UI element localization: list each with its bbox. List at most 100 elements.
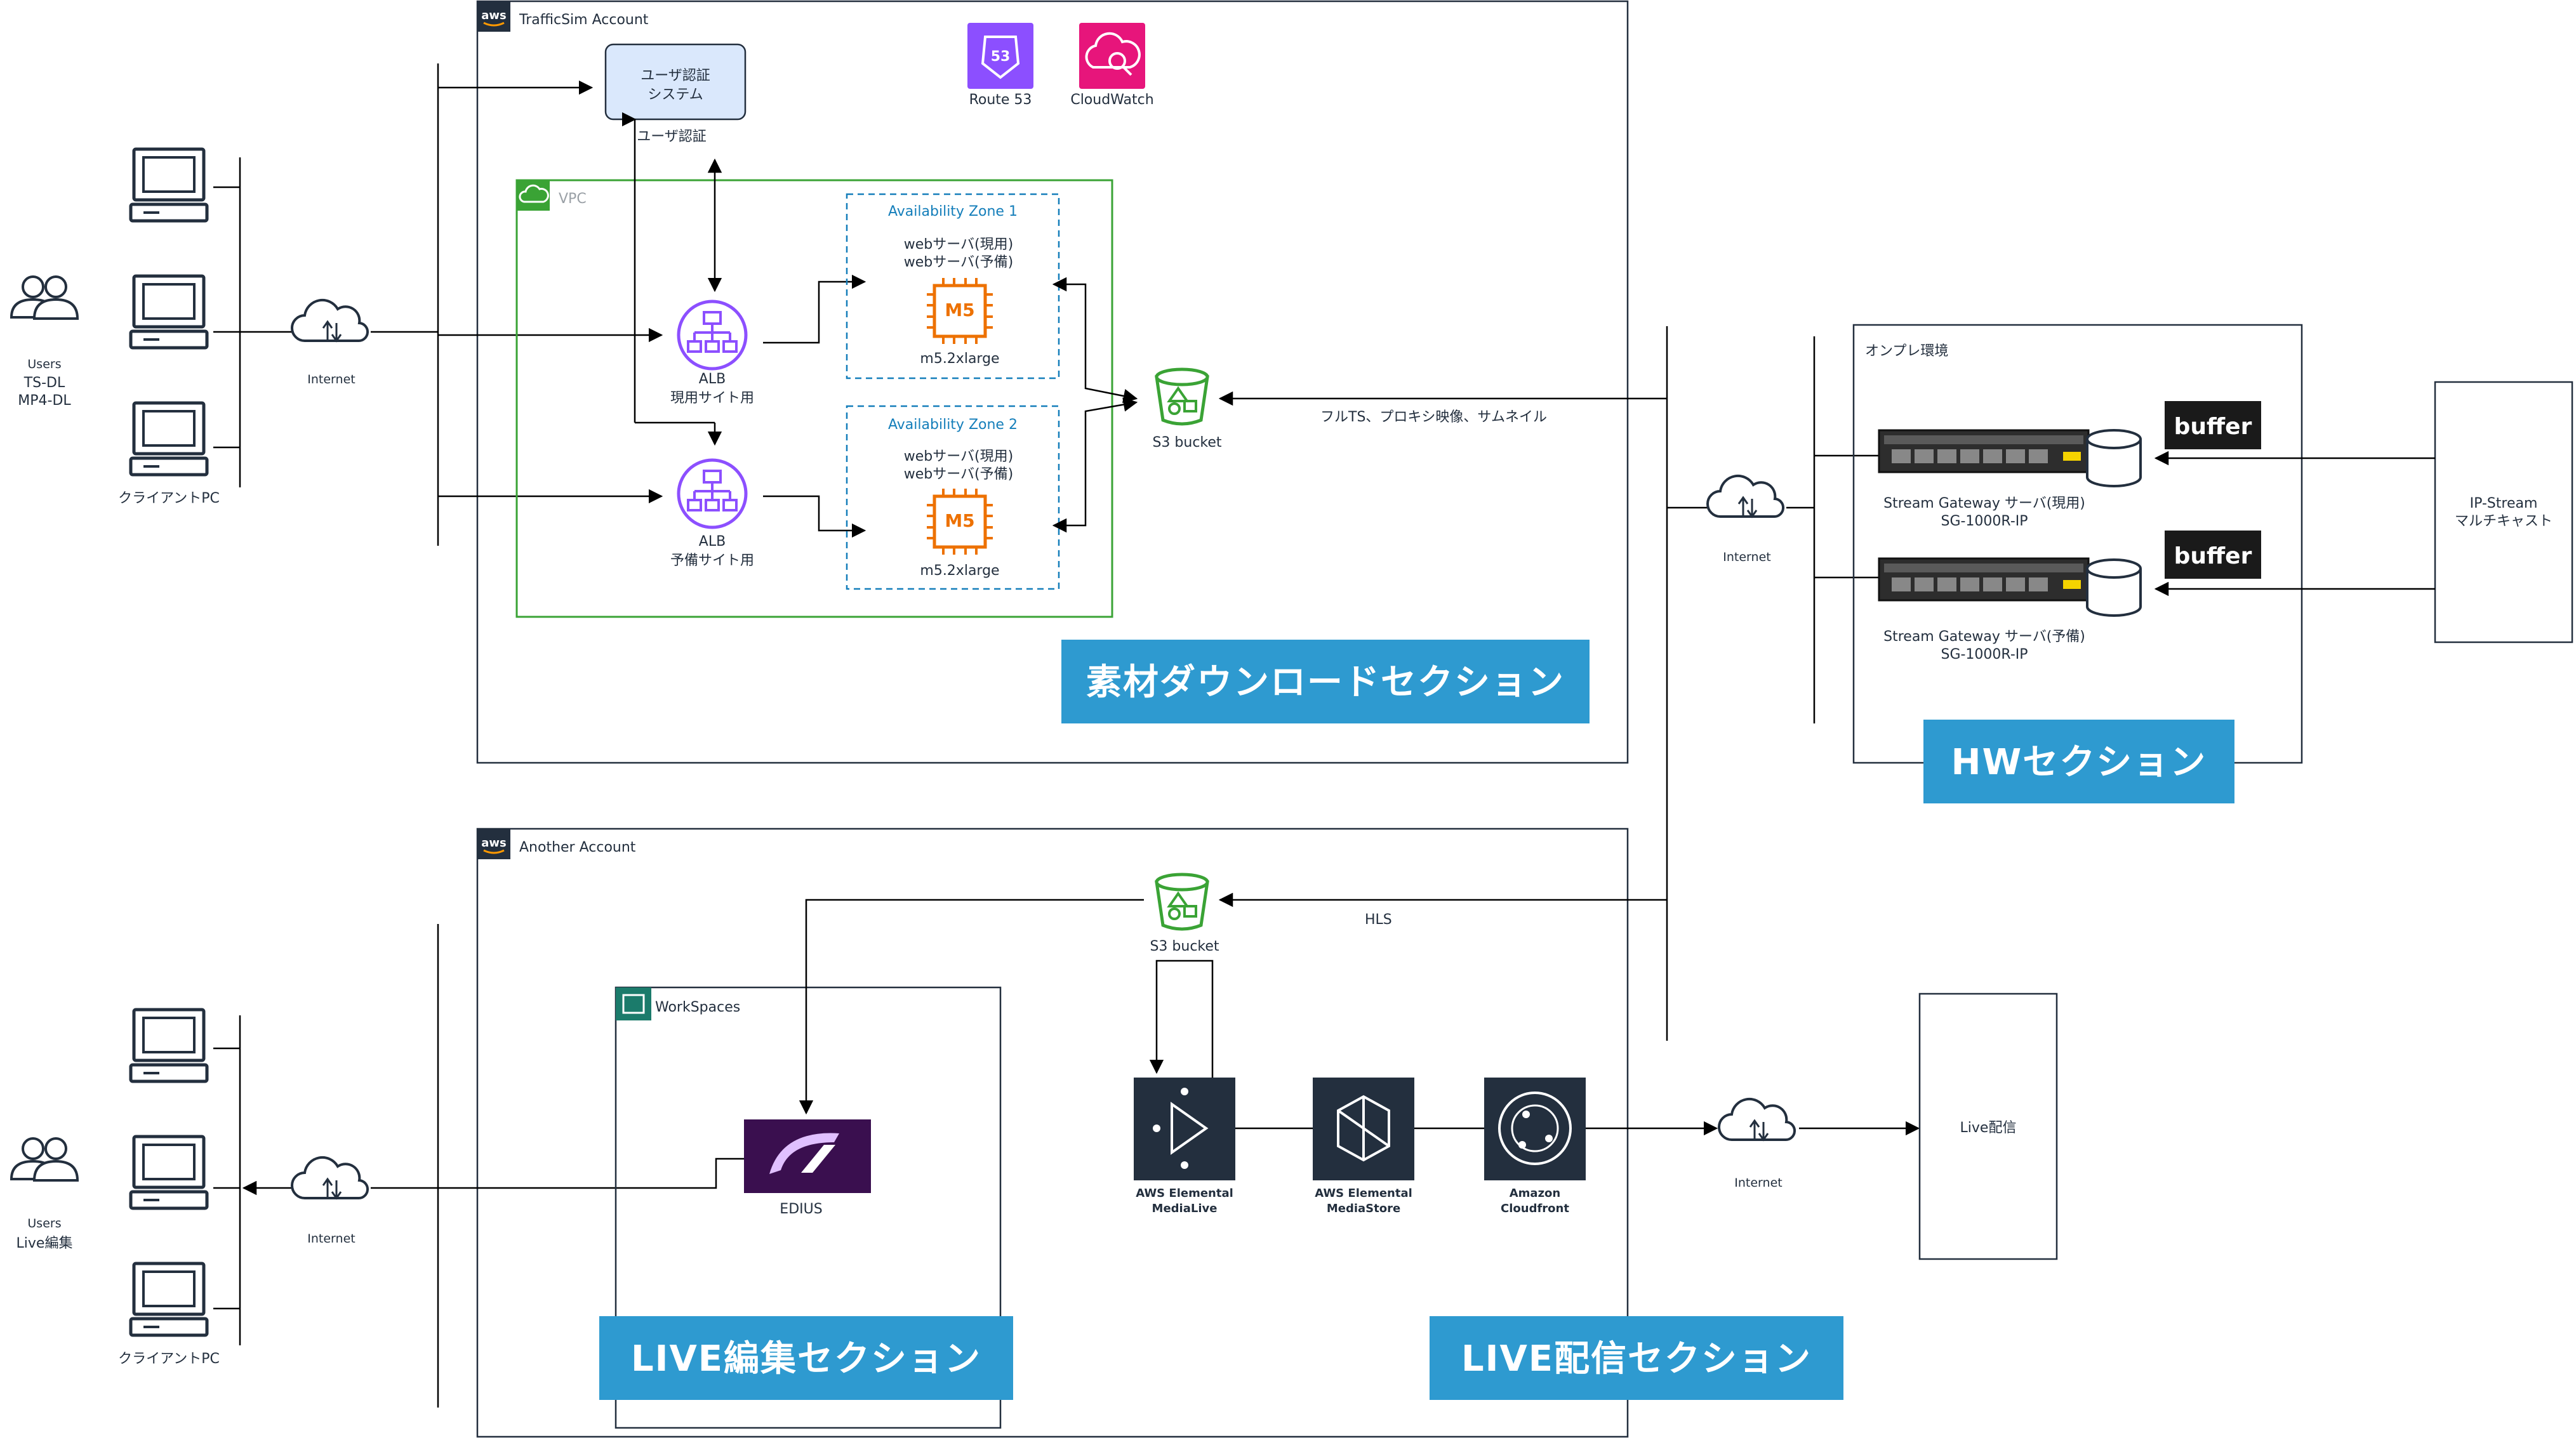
web-standby-label: webサーバ(予備) [904, 254, 1013, 270]
users-label: Users [27, 357, 61, 371]
client-pc-label: クライアントPC [118, 491, 220, 506]
cloudfront-label-1: Amazon [1510, 1187, 1561, 1200]
m5-badge: M5 [945, 300, 974, 320]
vpc-label: VPC [559, 191, 587, 207]
buffer-label: buffer [2174, 543, 2252, 569]
arrow-alb-to-az2 [763, 495, 866, 538]
section-live-dist-label: LIVE配信セクション [1461, 1338, 1812, 1380]
live-dist-label: Live配信 [1960, 1120, 2017, 1136]
sg-active-label: Stream Gateway サーバ(現用) [1883, 496, 2085, 511]
users-icon [10, 275, 79, 320]
auth-system-label-2: システム [647, 87, 703, 103]
s3-bucket-icon [1157, 874, 1207, 929]
buffer-badge [2165, 531, 2261, 579]
sg-standby-model: SG-1000R-IP [1941, 647, 2028, 663]
sg-active-model: SG-1000R-IP [1941, 513, 2028, 529]
internet-label: Internet [1734, 1176, 1782, 1190]
vpc-group [515, 179, 1113, 618]
m5-badge: M5 [945, 510, 974, 531]
s3-bucket-icon [1157, 369, 1207, 424]
auth-system-label-1: ユーザ認証 [641, 68, 710, 84]
client-pc-icon [131, 1137, 207, 1208]
trafficsim-account-label: TrafficSim Account [519, 12, 649, 28]
alb-standby-sub: 予備サイト用 [670, 553, 754, 569]
web-active-label: webサーバ(現用) [904, 237, 1013, 253]
alb-active-sub: 現用サイト用 [670, 390, 754, 406]
edius-label: EDIUS [780, 1201, 822, 1217]
az1-label: Availability Zone 1 [888, 204, 1018, 220]
section-live-edit-label: LIVE編集セクション [631, 1338, 981, 1380]
aws-logo-icon [476, 828, 512, 861]
internet-cloud-icon [1718, 1097, 1796, 1142]
mediastore-label-1: AWS Elemental [1315, 1187, 1412, 1200]
client-pc-label: クライアントPC [118, 1351, 220, 1367]
another-account-label: Another Account [519, 840, 636, 855]
internet-cloud-icon [291, 1156, 369, 1200]
svg-text:53: 53 [991, 49, 1011, 65]
cloudwatch-label: CloudWatch [1070, 92, 1153, 108]
buffer-disk-icon [2086, 558, 2142, 617]
workspaces-icon [616, 987, 651, 1020]
users-label: Users [27, 1217, 61, 1230]
arrow-az2-s3 [1052, 397, 1138, 533]
mediastore-label-2: MediaStore [1327, 1202, 1400, 1215]
sg-standby-label: Stream Gateway サーバ(予備) [1883, 629, 2085, 645]
section-live-dist-banner [1430, 1316, 1843, 1400]
internet-label: Internet [307, 1232, 355, 1246]
web-standby-label: webサーバ(予備) [904, 466, 1013, 482]
stream-gateway-server-icon [1878, 557, 2090, 602]
auth-caption: ユーザ認証 [637, 129, 707, 145]
buffer-disk-icon [2086, 429, 2142, 487]
alb-standby-icon [679, 460, 746, 527]
client-pc-icon [131, 1263, 207, 1335]
alb-active-icon [679, 301, 746, 369]
cloudfront-label-2: Cloudfront [1501, 1202, 1569, 1215]
alb-active-label: ALB [699, 371, 726, 387]
aws-logo-icon [476, 0, 512, 33]
internet-label: Internet [1723, 550, 1770, 564]
arrow-s3-to-edius [799, 899, 1144, 1115]
client-pc-icon [131, 403, 207, 475]
internet-cloud-icon [291, 298, 369, 343]
edius-logo [744, 1119, 871, 1193]
internet-cloud-icon [1706, 474, 1785, 518]
web-active-label: webサーバ(現用) [904, 449, 1013, 465]
instance-type-label: m5.2xlarge [920, 351, 999, 367]
medialive-label-1: AWS Elemental [1136, 1187, 1233, 1200]
client-pc-icon [131, 149, 207, 221]
az2-label: Availability Zone 2 [888, 417, 1018, 433]
users-role-live-edit: Live編集 [17, 1236, 73, 1251]
ip-stream-label: IP-Stream [2470, 496, 2538, 511]
client-pc-icon [131, 276, 207, 348]
section-live-edit-banner [599, 1316, 1013, 1400]
buffer-badge [2165, 401, 2261, 449]
users-role-ts-dl: TS-DL [23, 375, 65, 391]
buffer-label: buffer [2174, 414, 2252, 440]
workspaces-label: WorkSpaces [655, 999, 740, 1015]
stream-gateway-server-icon [1878, 429, 2090, 473]
trafficsim-account-group [476, 0, 1629, 764]
medialive-label-2: MediaLive [1152, 1202, 1218, 1215]
edius-to-internet-line [371, 1158, 744, 1189]
instance-type-label: m5.2xlarge [920, 563, 999, 579]
users-icon [10, 1137, 79, 1182]
section-download-label: 素材ダウンロードセクション [1086, 662, 1565, 703]
hls-label: HLS [1365, 912, 1392, 928]
arrow-az1-s3 [1052, 277, 1138, 404]
ip-stream-box [2434, 381, 2573, 643]
client-pc-icon [131, 1010, 207, 1081]
users-role-mp4-dl: MP4-DL [18, 393, 71, 409]
ip-stream-sub: マルチキャスト [2455, 513, 2553, 529]
another-account-group [476, 828, 1629, 1438]
internet-label: Internet [307, 373, 355, 386]
section-hw-banner [1923, 720, 2234, 803]
arrow-s3-medialive-loop [1149, 960, 1214, 1079]
section-download-banner [1061, 640, 1590, 723]
alb-standby-label: ALB [699, 534, 726, 550]
section-hw-label: HWセクション [1951, 742, 2207, 783]
onprem-label: オンプレ環境 [1865, 343, 1948, 359]
live-dist-box [1918, 993, 2058, 1260]
workspaces-group [614, 986, 1002, 1429]
auth-system-box [604, 43, 747, 121]
